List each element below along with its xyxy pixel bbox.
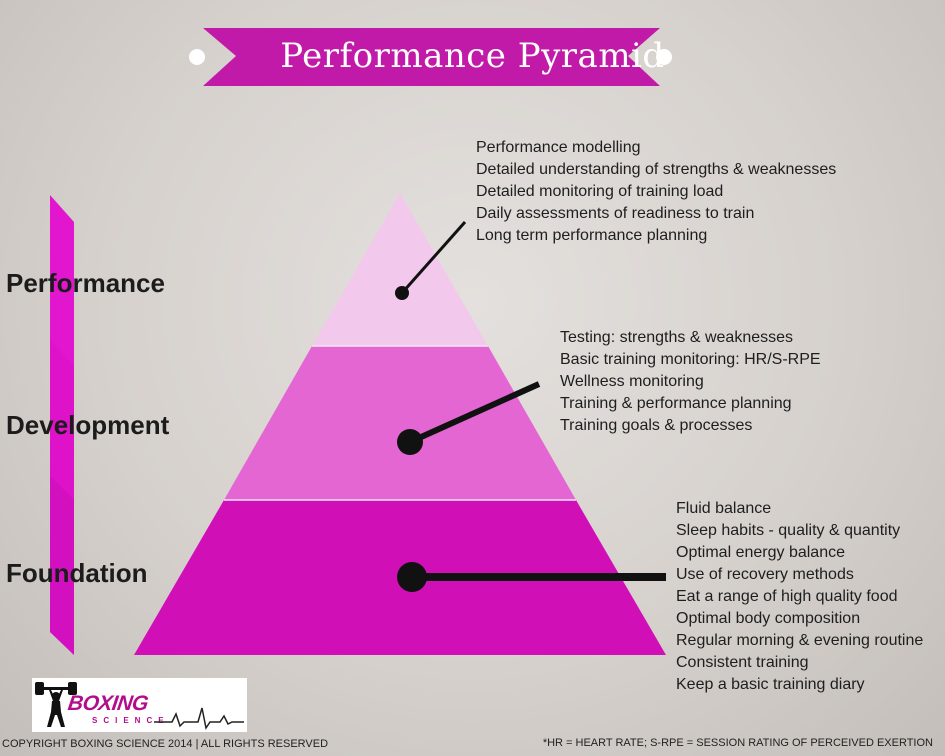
side-arrow-segment-bottom	[50, 476, 74, 655]
list-item: Long term performance planning	[476, 227, 708, 244]
list-item: Keep a basic training diary	[676, 676, 865, 693]
list-item: Optimal body composition	[676, 610, 861, 627]
list-item: Eat a range of high quality food	[676, 588, 898, 605]
list-item: Daily assessments of readiness to train	[476, 205, 755, 222]
list-item: Training goals & processes	[560, 417, 753, 434]
list-item: Wellness monitoring	[560, 373, 704, 390]
foundation-list: Fluid balance Sleep habits - quality & q…	[676, 498, 923, 696]
side-arrow-segment-mid	[50, 340, 74, 500]
list-item: Use of recovery methods	[676, 566, 854, 583]
development-list: Testing: strengths & weaknesses Basic tr…	[560, 327, 821, 437]
logo-wordmark: BOXING	[66, 692, 150, 715]
connector-line-performance	[400, 221, 467, 294]
connector-dot-foundation	[397, 562, 427, 592]
performance-list: Performance modelling Detailed understan…	[476, 137, 836, 247]
level-label-performance: Performance	[6, 268, 165, 298]
list-item: Fluid balance	[676, 500, 772, 517]
connector-dot-development	[397, 429, 423, 455]
list-item: Sleep habits - quality & quantity	[676, 522, 901, 539]
connector-line-development	[408, 381, 541, 445]
logo-subtitle: SCIENCE	[92, 716, 170, 725]
boxing-science-logo: BOXING SCIENCE	[32, 678, 247, 732]
level-label-development: Development	[6, 410, 170, 440]
banner-dot-right	[656, 49, 672, 65]
list-item: Basic training monitoring: HR/S-RPE	[560, 351, 821, 368]
connector-dot-performance	[395, 286, 409, 300]
list-item: Training & performance planning	[560, 395, 792, 412]
pyramid-tier-development	[224, 346, 576, 500]
list-item: Testing: strengths & weaknesses	[560, 329, 794, 346]
heartbeat-line-icon	[154, 707, 244, 730]
page-title: Performance Pyramid	[280, 36, 665, 76]
list-item: Detailed monitoring of training load	[476, 183, 724, 200]
list-item: Detailed understanding of strengths & we…	[476, 161, 837, 178]
weightlifter-icon	[35, 682, 77, 727]
list-item: Optimal energy balance	[676, 544, 845, 561]
banner-dot-left	[189, 49, 205, 65]
list-item: Regular morning & evening routine	[676, 632, 924, 649]
banner-ribbon	[203, 28, 660, 86]
copyright-text: COPYRIGHT BOXING SCIENCE 2014 | ALL RIGH…	[2, 738, 329, 750]
title-banner	[189, 28, 672, 86]
list-item: Consistent training	[676, 654, 809, 671]
abbreviation-note: *HR = HEART RATE; S-RPE = SESSION RATING…	[542, 737, 933, 749]
list-item: Performance modelling	[476, 139, 641, 156]
pyramid-tier-performance	[312, 193, 488, 346]
level-label-foundation: Foundation	[6, 558, 148, 588]
